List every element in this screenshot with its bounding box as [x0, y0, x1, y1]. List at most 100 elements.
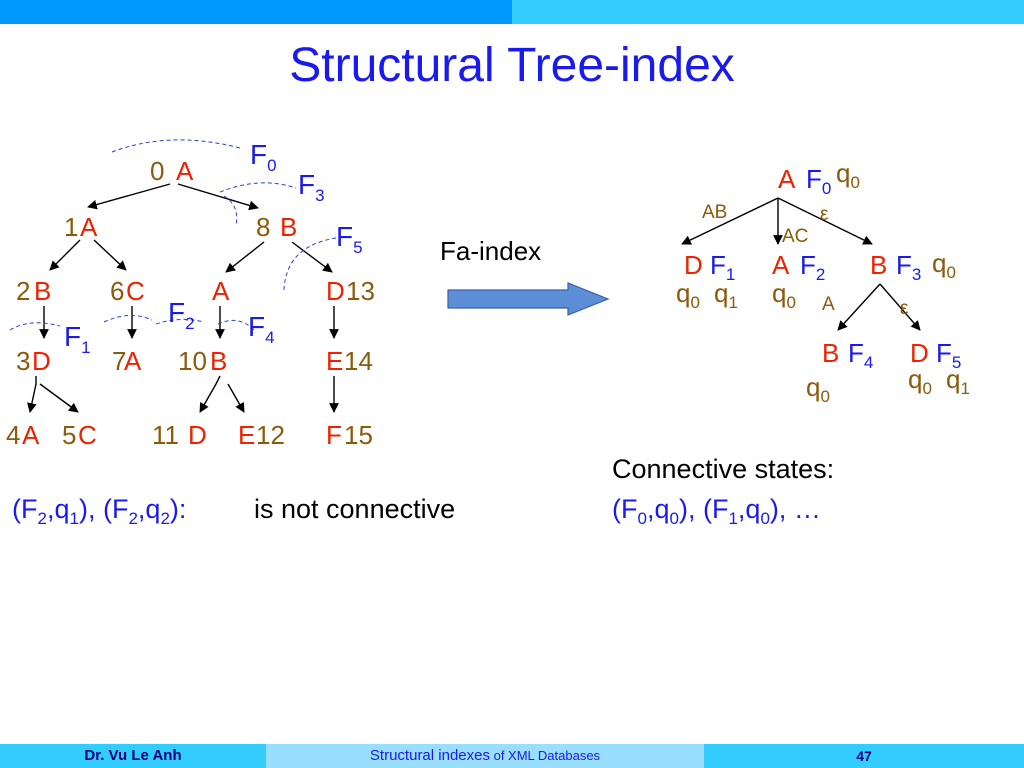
svg-text:E: E — [326, 346, 343, 376]
svg-text:D: D — [188, 420, 207, 450]
fa-index-arrow — [447, 282, 610, 316]
svg-text:B: B — [280, 212, 297, 242]
svg-text:q0: q0 — [676, 278, 700, 312]
arrow-label: Fa-index — [440, 236, 541, 266]
footer-page-number: 47 — [704, 744, 1024, 768]
svg-text:E: E — [238, 420, 255, 450]
svg-text:C: C — [78, 420, 97, 450]
edge-0-1 — [87, 183, 171, 210]
r-edge-B-B — [837, 283, 881, 331]
r-node-A: A F2 q0 — [772, 250, 825, 312]
svg-text:F: F — [326, 420, 342, 450]
svg-text:B: B — [34, 276, 51, 306]
edge-3-5 — [39, 383, 79, 413]
edge-0-8 — [177, 183, 259, 211]
right-edge-labels: AB ε AC A ε — [702, 202, 909, 319]
svg-text:A: A — [772, 250, 790, 280]
footer: Dr. Vu Le Anh Structural indexes of XML … — [0, 744, 1024, 768]
svg-text:A: A — [176, 156, 194, 186]
svg-text:6: 6 — [110, 276, 124, 306]
slide-title: Structural Tree-index — [289, 39, 735, 92]
node-7: 7A — [112, 346, 142, 376]
svg-text:is not connective: is not connective — [254, 494, 455, 524]
r-edge-B-D — [879, 283, 921, 331]
right-tree-edges — [681, 197, 921, 331]
fa-F0: F0 — [250, 139, 277, 175]
group-F3-curve-b — [223, 195, 238, 227]
svg-text:(F2,q1), (F2,q2):: (F2,q1), (F2,q2): — [12, 494, 186, 528]
svg-text:1: 1 — [64, 212, 78, 242]
group-F0-curve — [111, 139, 241, 153]
svg-text:q0: q0 — [806, 372, 830, 406]
fa-groupings — [9, 139, 337, 333]
svg-text:(F0,q0), (F1,q0), …: (F0,q0), (F1,q0), … — [612, 494, 821, 528]
svg-text:11: 11 — [152, 420, 179, 450]
r-edge-A-B — [777, 197, 873, 245]
svg-text:F3: F3 — [896, 250, 921, 284]
edge-label-AC: AC — [782, 226, 808, 247]
left-note: (F2,q1), (F2,q2): is not connective — [12, 494, 455, 528]
footer-course: Structural indexes of XML Databases — [266, 744, 704, 768]
edge-10-11 — [199, 375, 221, 413]
svg-text:F2: F2 — [800, 250, 825, 284]
edge-label-eps-2: ε — [900, 298, 909, 319]
top-bar — [0, 0, 1024, 24]
edge-1-6 — [93, 239, 127, 271]
svg-text:q0: q0 — [908, 364, 932, 398]
fa-F4: F4 — [248, 311, 275, 347]
svg-text:3: 3 — [16, 346, 30, 376]
svg-text:A: A — [778, 164, 796, 194]
edge-8-A — [225, 241, 265, 273]
svg-text:C: C — [126, 276, 145, 306]
edge-label-AB: AB — [702, 202, 727, 223]
group-F1-curve-b — [103, 315, 153, 323]
fa-F5: F5 — [336, 221, 363, 257]
svg-text:D: D — [32, 346, 51, 376]
svg-text:D: D — [326, 276, 345, 306]
svg-text:B: B — [822, 338, 839, 368]
group-F1-curve-a — [9, 322, 61, 331]
svg-text:13: 13 — [346, 276, 375, 306]
r-node-A-root: A F0 q0 — [778, 158, 860, 198]
r-node-D2: D F5 q0 q1 — [908, 338, 970, 398]
edge-label-A: A — [822, 294, 835, 315]
svg-text:F4: F4 — [848, 338, 873, 372]
svg-text:F0: F0 — [806, 164, 831, 198]
right-note: Connective states: (F0,q0), (F1,q0), … — [612, 454, 834, 528]
fa-F3: F3 — [298, 169, 325, 205]
svg-text:2: 2 — [16, 276, 30, 306]
svg-text:q1: q1 — [946, 364, 970, 398]
fa-F1: F1 — [64, 321, 91, 357]
r-node-D: D F1 q0 q1 — [676, 250, 738, 312]
svg-text:q0: q0 — [772, 278, 796, 312]
group-F4-curve — [217, 319, 257, 333]
svg-text:A: A — [22, 420, 40, 450]
r-node-B2: B F4 q0 — [806, 338, 873, 406]
edge-3-4 — [27, 376, 37, 413]
left-tree-edges — [27, 183, 339, 413]
svg-text:A: A — [124, 346, 142, 376]
fa-F2: F2 — [168, 297, 195, 333]
svg-text:q0: q0 — [932, 248, 956, 282]
top-bar-right — [512, 0, 1024, 24]
node-11: 11 D — [152, 420, 207, 450]
svg-text:14: 14 — [344, 346, 373, 376]
svg-text:0: 0 — [150, 156, 164, 186]
svg-text:8: 8 — [256, 212, 270, 242]
edge-8-13 — [291, 241, 333, 273]
svg-text:A: A — [212, 276, 230, 306]
svg-text:D: D — [910, 338, 929, 368]
left-fa-labels: F0 F3 F5 F1 F2 F4 — [64, 139, 363, 357]
svg-text:B: B — [870, 250, 887, 280]
